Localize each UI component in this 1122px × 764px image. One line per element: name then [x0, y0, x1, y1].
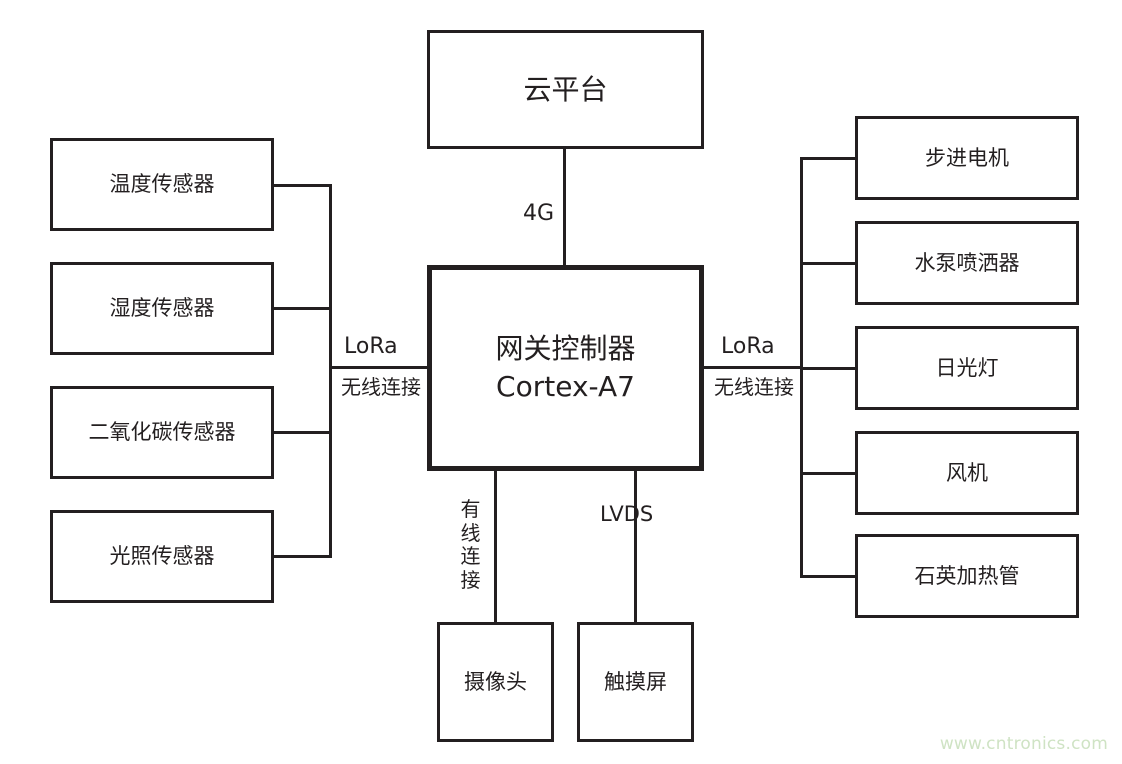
left-stub-humidity	[273, 307, 332, 310]
edge-label-lvds: LVDS	[599, 500, 653, 529]
left-stub-light	[273, 555, 332, 558]
edge-controller-to-camera	[494, 471, 497, 623]
node-temperature-sensor[interactable]: 温度传感器	[50, 138, 274, 231]
node-humidity-sensor[interactable]: 湿度传感器	[50, 262, 274, 355]
left-bus-trunk	[329, 184, 332, 556]
node-co2-sensor-label: 二氧化碳传感器	[88, 420, 236, 445]
node-fan[interactable]: 风机	[855, 431, 1079, 515]
node-touchscreen-label: 触摸屏	[604, 669, 667, 694]
node-gateway-controller-line2: Cortex-A7	[496, 370, 635, 403]
node-cloud-platform[interactable]: 云平台	[427, 30, 704, 149]
right-stub-daylight-lamp	[800, 367, 858, 370]
node-temperature-sensor-label: 温度传感器	[109, 172, 215, 197]
node-humidity-sensor-label: 湿度传感器	[109, 296, 215, 321]
left-stub-co2	[273, 431, 332, 434]
edge-label-lora-left: LoRa	[341, 334, 401, 360]
node-quartz-heater[interactable]: 石英加热管	[855, 534, 1079, 618]
node-cloud-platform-label: 云平台	[523, 72, 608, 106]
edge-controller-to-touchscreen	[634, 471, 637, 623]
node-fan-label: 风机	[946, 460, 988, 485]
edge-cloud-to-controller	[563, 148, 566, 266]
right-stub-water-pump	[800, 262, 858, 265]
site-watermark: www.cntronics.com	[939, 734, 1108, 754]
node-stepper-motor-label: 步进电机	[925, 145, 1009, 170]
node-daylight-lamp[interactable]: 日光灯	[855, 326, 1079, 410]
edge-left-bus-to-controller	[329, 366, 430, 369]
edge-label-wireless-left: 无线连接	[338, 376, 424, 398]
node-light-sensor[interactable]: 光照传感器	[50, 510, 274, 603]
node-water-pump-sprinkler[interactable]: 水泵喷洒器	[855, 221, 1079, 305]
node-gateway-controller[interactable]: 网关控制器 Cortex-A7	[427, 265, 704, 471]
node-quartz-heater-label: 石英加热管	[914, 563, 1020, 588]
node-stepper-motor[interactable]: 步进电机	[855, 116, 1079, 200]
node-co2-sensor[interactable]: 二氧化碳传感器	[50, 386, 274, 479]
edge-label-wireless-right: 无线连接	[711, 376, 797, 398]
node-water-pump-sprinkler-label: 水泵喷洒器	[914, 250, 1020, 275]
node-gateway-controller-line1: 网关控制器	[495, 332, 636, 366]
node-camera[interactable]: 摄像头	[437, 622, 554, 742]
node-camera-label: 摄像头	[464, 669, 527, 694]
edge-label-4g: 4G	[520, 201, 558, 227]
edge-label-wired-camera: 有线连接	[457, 496, 484, 595]
node-daylight-lamp-label: 日光灯	[935, 355, 999, 380]
right-stub-fan	[800, 472, 858, 475]
right-stub-heater	[800, 575, 858, 578]
left-stub-temperature	[273, 184, 332, 187]
node-touchscreen[interactable]: 触摸屏	[577, 622, 694, 742]
node-light-sensor-label: 光照传感器	[109, 544, 215, 569]
right-stub-stepper-motor	[800, 157, 858, 160]
edge-label-lora-right: LoRa	[718, 334, 778, 360]
edge-controller-to-right-bus	[700, 366, 802, 369]
